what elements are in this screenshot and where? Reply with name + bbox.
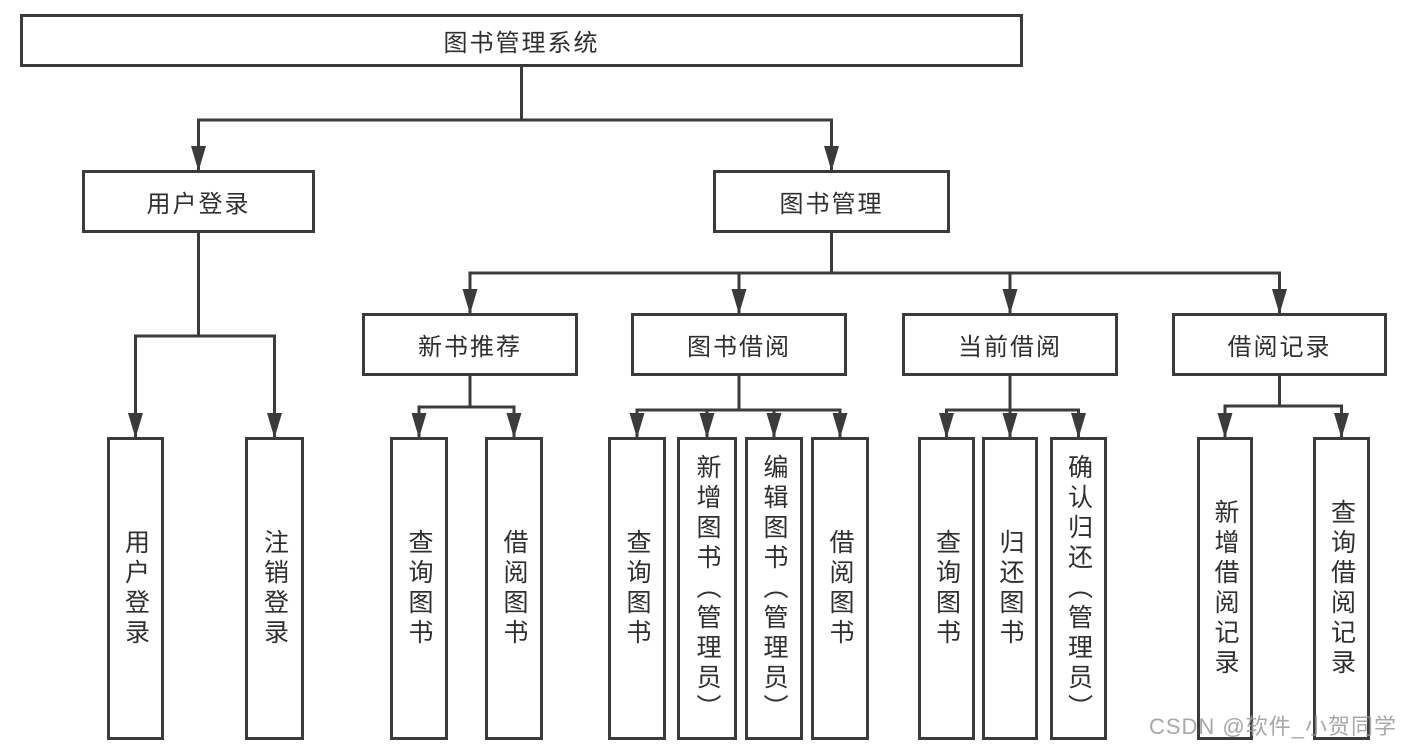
node-root: 图书管理系统 xyxy=(20,14,1023,67)
node-cb-return: 归还图书 xyxy=(982,437,1038,740)
node-logout: 注销登录 xyxy=(245,437,304,740)
node-bb-borrow: 借阅图书 xyxy=(811,437,869,740)
node-label-cb-query: 查询图书 xyxy=(932,528,961,649)
node-label-book-mgmt: 图书管理 xyxy=(779,191,884,218)
node-borrow-records: 借阅记录 xyxy=(1172,313,1387,376)
node-br-add: 新增借阅记录 xyxy=(1197,437,1253,740)
node-br-query: 查询借阅记录 xyxy=(1313,437,1370,740)
node-label-br-query: 查询借阅记录 xyxy=(1327,498,1356,679)
node-label-bb-edit: 编辑图书（管理员） xyxy=(760,453,788,724)
node-label-nbr-borrow: 借阅图书 xyxy=(500,528,528,649)
node-label-root: 图书管理系统 xyxy=(443,30,600,57)
watermark: CSDN @软件_小贺同学 xyxy=(1148,714,1397,739)
node-label-cb-return: 归还图书 xyxy=(996,528,1024,649)
node-book-borrow: 图书借阅 xyxy=(631,313,847,376)
node-label-bb-query: 查询图书 xyxy=(623,528,651,649)
node-label-book-borrow: 图书借阅 xyxy=(687,334,791,361)
node-label-borrow-records: 借阅记录 xyxy=(1227,334,1332,361)
node-cb-query: 查询图书 xyxy=(918,437,975,740)
node-login: 用户登录 xyxy=(107,437,164,740)
node-label-bb-borrow: 借阅图书 xyxy=(826,528,854,649)
node-new-book-rec: 新书推荐 xyxy=(362,313,578,376)
node-label-login: 用户登录 xyxy=(121,528,150,649)
node-current-borrow: 当前借阅 xyxy=(902,313,1118,376)
node-label-br-add: 新增借阅记录 xyxy=(1211,498,1239,679)
node-user-login: 用户登录 xyxy=(82,170,315,233)
node-label-bb-add: 新增图书（管理员） xyxy=(693,453,721,724)
node-label-user-login: 用户登录 xyxy=(146,191,251,218)
node-label-current-borrow: 当前借阅 xyxy=(958,334,1062,361)
node-bb-edit: 编辑图书（管理员） xyxy=(745,437,803,740)
node-label-logout: 注销登录 xyxy=(260,528,289,649)
node-book-mgmt: 图书管理 xyxy=(713,170,950,233)
node-label-new-book-rec: 新书推荐 xyxy=(418,334,522,361)
node-bb-query: 查询图书 xyxy=(608,437,666,740)
node-cb-confirm: 确认归还（管理员） xyxy=(1050,437,1107,740)
node-label-cb-confirm: 确认归还（管理员） xyxy=(1064,453,1093,724)
node-bb-add: 新增图书（管理员） xyxy=(677,437,737,740)
node-nbr-query: 查询图书 xyxy=(390,437,448,740)
node-label-nbr-query: 查询图书 xyxy=(405,528,433,649)
node-nbr-borrow: 借阅图书 xyxy=(485,437,543,740)
